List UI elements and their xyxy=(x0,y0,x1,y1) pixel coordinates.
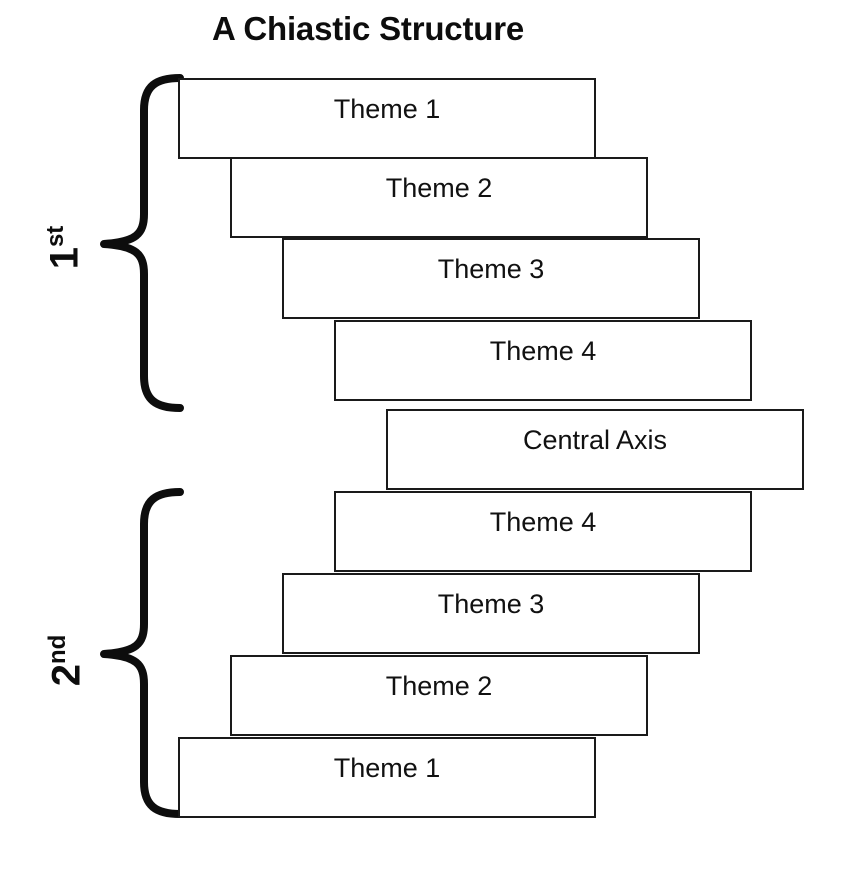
second-half-suffix: nd xyxy=(44,634,72,665)
chiasm-box-label: Theme 2 xyxy=(385,173,493,203)
second-half-number: 2 xyxy=(44,664,89,687)
chiasm-box-upper-theme-2[interactable]: Theme 2 xyxy=(230,157,648,238)
chiasm-box-lower-theme-3[interactable]: Theme 3 xyxy=(282,573,700,654)
first-half-suffix: st xyxy=(42,225,70,248)
chiasm-box-upper-theme-1[interactable]: Theme 1 xyxy=(178,78,596,159)
first-half-number: 1 xyxy=(42,247,87,270)
chiasm-box-label: Theme 4 xyxy=(489,336,597,366)
chiasm-box-lower-theme-4[interactable]: Theme 4 xyxy=(334,491,752,572)
chiasm-box-label: Theme 4 xyxy=(489,507,597,537)
chiasm-box-label: Theme 1 xyxy=(333,753,441,783)
chiasm-box-label: Central Axis xyxy=(522,425,668,455)
chiasm-box-label: Theme 1 xyxy=(333,94,441,124)
second-half-brace xyxy=(100,488,184,820)
chiasm-box-upper-theme-3[interactable]: Theme 3 xyxy=(282,238,700,319)
chiasm-box-lower-theme-1[interactable]: Theme 1 xyxy=(178,737,596,818)
chiasm-box-label: Theme 3 xyxy=(437,254,545,284)
chiasm-box-upper-theme-4[interactable]: Theme 4 xyxy=(334,320,752,401)
chiasm-box-label: Theme 2 xyxy=(385,671,493,701)
chiasm-box-label: Theme 3 xyxy=(437,589,545,619)
chiasm-box-central-axis[interactable]: Central Axis xyxy=(386,409,804,490)
first-half-label: 1st xyxy=(42,193,88,303)
first-half-brace xyxy=(100,74,184,414)
page-title: A Chiastic Structure xyxy=(211,10,524,47)
chiasm-box-lower-theme-2[interactable]: Theme 2 xyxy=(230,655,648,736)
second-half-label: 2nd xyxy=(44,602,90,720)
